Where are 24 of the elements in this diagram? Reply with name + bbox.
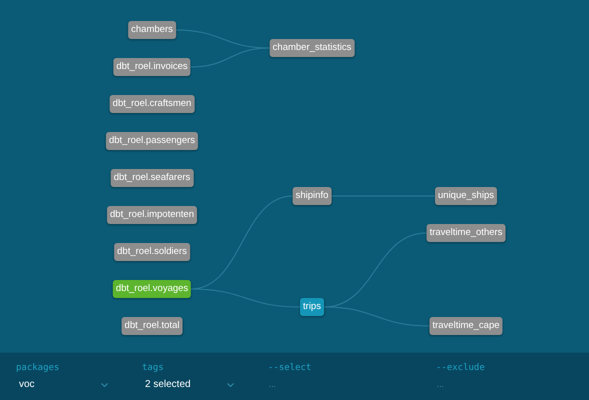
model-node: trips [300,298,324,316]
model-node: dbt_roel.soldiers [114,243,190,261]
model-node: traveltime_others [426,224,506,242]
field-label: --select [268,363,312,374]
model-node: dbt_roel.invoices [113,58,191,76]
model-node: chamber_statistics [270,39,354,57]
input-field: ... [434,377,584,393]
model-node: dbt_roel.seafarers [110,169,194,187]
model-node: dbt_roel.craftsmen [110,95,194,113]
field-label: packages [16,363,60,374]
model-node: dbt_roel.voyages [112,280,192,298]
model-node: dbt_roel.passengers [106,132,198,150]
lineage-connector [190,288,301,308]
select-field: voc [16,377,112,393]
model-node: dbt_roel.total [122,317,182,335]
select-field: 2 selected [142,377,238,393]
field-label: --exclude [436,363,485,374]
model-node: unique_ships [435,187,497,205]
model-node: dbt_roel.impotenten [107,206,197,224]
field-label: tags [142,363,164,374]
model-node: shipinfo [292,187,332,205]
model-node: traveltime_cape [429,317,503,335]
model-node: chambers [128,21,176,39]
input-field: ... [266,377,416,393]
